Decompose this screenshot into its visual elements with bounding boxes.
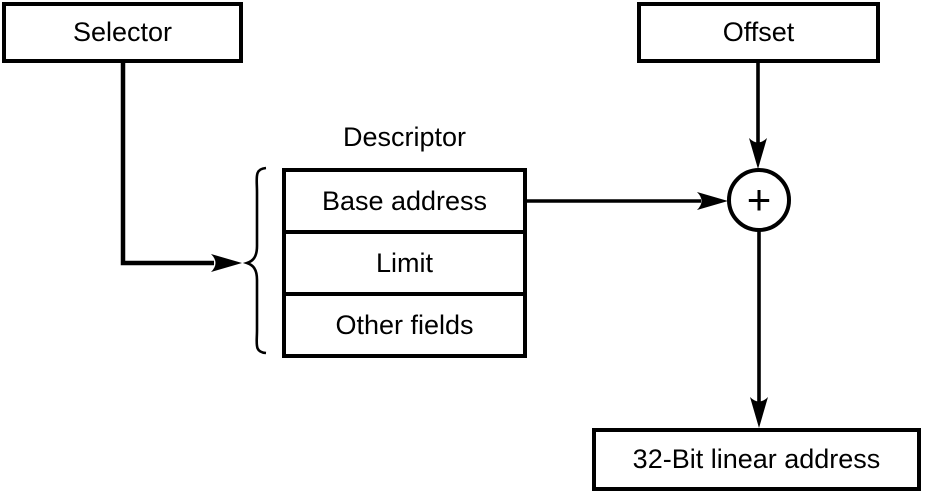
adder-circle [727, 168, 791, 232]
descriptor-brace [242, 166, 267, 355]
descriptor-row-label: Base address [321, 185, 488, 216]
offset-node: Offset [637, 2, 880, 63]
offset-arrowhead-icon [749, 138, 767, 169]
descriptor-row-label: Other fields [335, 309, 474, 340]
result-arrowhead-icon [750, 397, 768, 428]
selector-to-descriptor-connector [120, 63, 214, 266]
base-address-arrowhead-icon [697, 192, 728, 210]
linear-address-label: 32-Bit linear address [632, 444, 881, 474]
descriptor-row-other-fields: Other fields [286, 296, 523, 354]
plus-icon: + [746, 176, 772, 224]
selector-node: Selector [2, 2, 243, 63]
offset-label: Offset [722, 17, 795, 47]
selector-to-descriptor-arrowhead-icon [211, 254, 242, 272]
descriptor-row-limit: Limit [286, 234, 523, 296]
linear-address-node: 32-Bit linear address [592, 428, 921, 491]
descriptor-row-base-address: Base address [286, 172, 523, 234]
selector-label: Selector [72, 17, 173, 47]
descriptor-row-label: Limit [375, 247, 433, 278]
descriptor-title: Descriptor [342, 122, 467, 152]
descriptor-table: Base address Limit Other fields [282, 168, 527, 358]
